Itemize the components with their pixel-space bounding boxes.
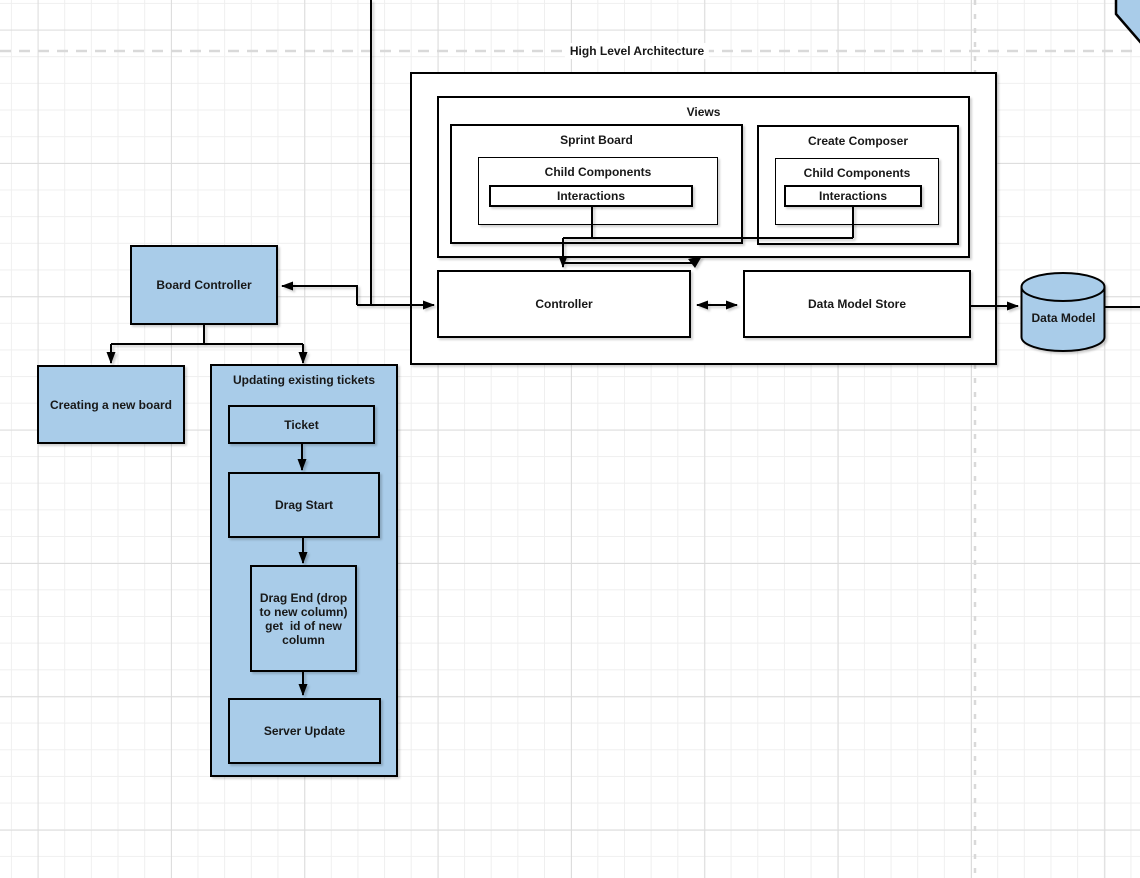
updating-tickets-container[interactable]: Updating existing tickets Ticket Drag St… xyxy=(210,364,398,777)
creating-new-board-box[interactable]: Creating a new board xyxy=(37,365,185,444)
drag-end-box[interactable]: Drag End (drop to new column) get id of … xyxy=(250,565,357,672)
data-model-store-label: Data Model Store xyxy=(807,297,906,311)
data-model-store-box[interactable]: Data Model Store xyxy=(743,270,971,338)
sprint-board-label: Sprint Board xyxy=(560,133,633,147)
create-composer-label: Create Composer xyxy=(807,134,909,148)
controller-label: Controller xyxy=(535,297,593,311)
create-composer-interactions-label: Interactions xyxy=(818,189,887,203)
sprint-board-interactions-box[interactable]: Interactions xyxy=(489,185,693,207)
server-update-box[interactable]: Server Update xyxy=(228,698,381,764)
ticket-box[interactable]: Ticket xyxy=(228,405,375,444)
create-composer-interactions-box[interactable]: Interactions xyxy=(784,185,922,207)
views-label: Views xyxy=(686,105,721,119)
data-model-label-wrap: Data Model xyxy=(1022,302,1105,334)
server-update-label: Server Update xyxy=(263,724,346,738)
drag-end-label: Drag End (drop to new column) get id of … xyxy=(259,590,348,647)
create-composer-child-components-label: Child Components xyxy=(803,166,911,180)
sprint-board-interactions-label: Interactions xyxy=(556,189,625,203)
creating-new-board-label: Creating a new board xyxy=(49,397,173,412)
ticket-label: Ticket xyxy=(284,417,319,432)
updating-tickets-label: Updating existing tickets xyxy=(232,373,376,387)
data-model-label: Data Model xyxy=(1031,311,1096,325)
board-controller-box[interactable]: Board Controller xyxy=(130,245,278,325)
controller-box[interactable]: Controller xyxy=(437,270,691,338)
drag-start-label: Drag Start xyxy=(274,498,333,512)
drag-start-box[interactable]: Drag Start xyxy=(228,472,380,538)
sprint-board-child-components-label: Child Components xyxy=(544,165,652,179)
board-controller-label: Board Controller xyxy=(156,278,252,292)
diagram-title: High Level Architecture xyxy=(564,43,710,59)
